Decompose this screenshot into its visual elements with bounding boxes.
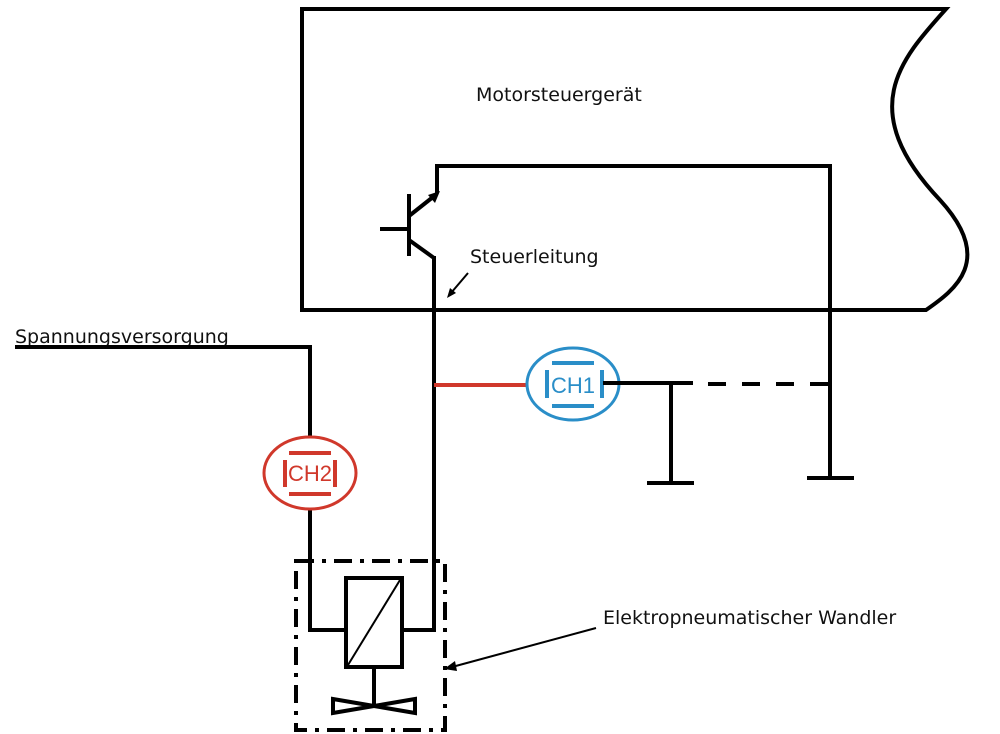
transducer-arrow-icon bbox=[444, 627, 597, 671]
ground-icon bbox=[647, 383, 694, 485]
probe-ch2: CH2 bbox=[262, 435, 358, 511]
ecu-housing bbox=[300, 7, 970, 312]
transducer-enclosure bbox=[294, 559, 447, 732]
ecu-internal-wire bbox=[435, 164, 832, 480]
probe-ch1-label: CH1 bbox=[551, 373, 595, 398]
probe-ch2-label: CH2 bbox=[288, 461, 332, 486]
valve-icon bbox=[331, 667, 417, 716]
power-supply-wire bbox=[15, 345, 312, 438]
transducer-label: Elektropneumatischer Wandler bbox=[603, 607, 896, 629]
solenoid-coil-icon bbox=[344, 576, 404, 669]
ecu-label: Motorsteuergerät bbox=[476, 84, 642, 106]
transistor-icon bbox=[380, 191, 440, 632]
power-supply-label: Spannungsversorgung bbox=[15, 326, 229, 348]
control-line-arrow-icon bbox=[447, 272, 469, 298]
control-line-label: Steuerleitung bbox=[470, 246, 599, 268]
